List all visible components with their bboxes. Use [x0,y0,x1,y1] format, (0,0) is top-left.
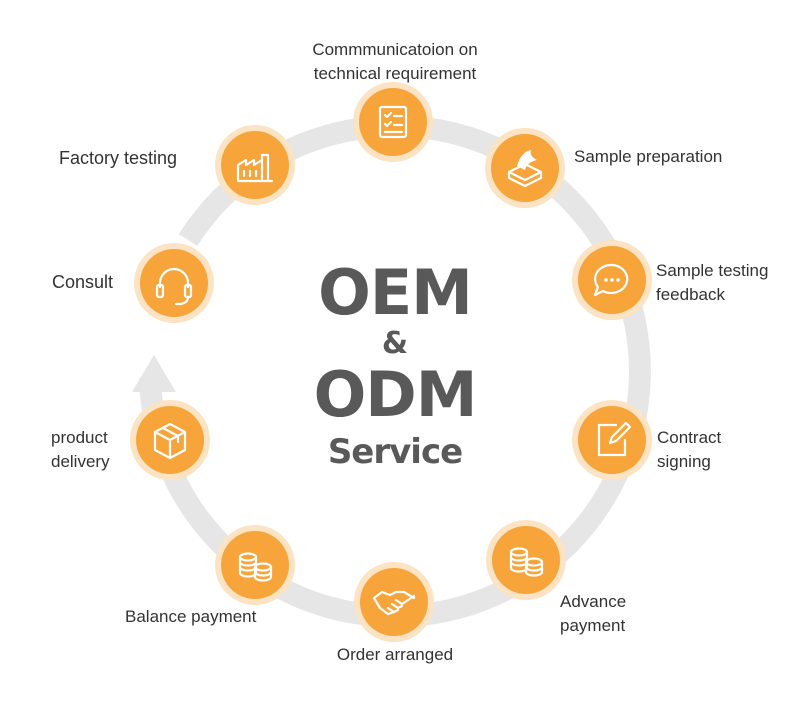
step-label-sample-preparation: Sample preparation [574,145,722,169]
step-label-line: Commmunicatoion on [312,40,478,59]
step-label-consult: Consult [52,270,113,294]
step-label-contract: Contract signing [657,426,721,474]
step-label-line: feedback [656,285,725,304]
title-oem: OEM [318,256,473,329]
step-label-line: Factory testing [59,148,178,168]
headset-icon [155,267,193,306]
step-node [215,125,295,205]
step-label-line: Order arranged [336,645,454,664]
step-node [485,128,565,208]
step-node-circle [359,88,427,156]
step-node [572,240,652,320]
step-label-line: Contract [657,428,722,447]
step-node [486,520,566,600]
step-label-factory-testing: Factory testing [59,146,177,170]
step-label-balance-payment: Balance payment [125,605,256,629]
chat-bubble-icon [593,263,629,297]
step-node [130,400,210,480]
step-node [354,562,434,642]
step-label-sample-testing: Sample testing feedback [656,259,768,307]
step-node [353,82,433,162]
step-label-communication: Commmunicatoion on technical requirement [290,38,500,86]
step-node [572,400,652,480]
step-node-circle [360,568,428,636]
step-label-line: technical requirement [313,64,477,83]
step-label-product-delivery: product delivery [51,426,110,474]
step-label-line: product [51,428,108,447]
pen-edit-icon [597,421,632,457]
step-label-line: signing [657,452,711,471]
center-title: OEM & ODM Service [245,258,545,474]
sample-box-icon [507,150,543,188]
checklist-icon [378,105,408,139]
coins-icon [509,547,544,577]
step-node-circle [140,249,208,317]
step-label-line: Sample testing [656,261,769,280]
coins-icon [238,552,273,582]
handshake-icon [372,590,416,616]
package-icon [153,422,187,460]
factory-icon [236,153,274,183]
step-label-line: payment [560,616,626,635]
step-label-line: Consult [52,272,114,292]
step-label-order-arranged: Order arranged [300,643,490,667]
title-odm: ODM [313,358,478,431]
step-node [134,243,214,323]
cycle-arrow-head [132,355,176,392]
step-label-line: Sample preparation [574,147,723,166]
step-label-line: delivery [51,452,110,471]
step-node [215,525,295,605]
step-label-advance-payment: Advance payment [560,590,626,638]
title-service: Service [327,432,463,472]
step-label-line: Balance payment [125,607,257,626]
title-ampersand: & [381,326,409,361]
step-label-line: Advance [560,592,627,611]
